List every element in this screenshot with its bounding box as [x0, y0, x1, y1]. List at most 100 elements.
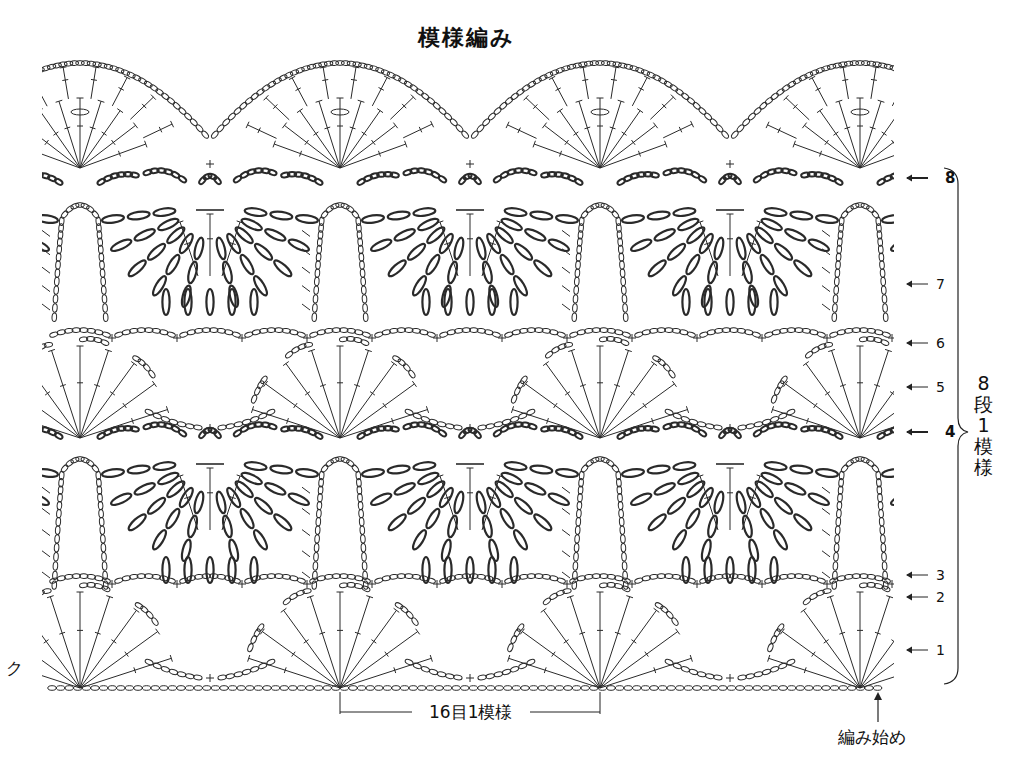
slip-mark	[302, 267, 310, 273]
puff-stitch	[446, 261, 458, 284]
chain-stitch	[510, 92, 519, 101]
puff-stitch	[270, 210, 293, 220]
double-crochet	[513, 410, 600, 438]
chain-stitch	[832, 304, 837, 313]
chain-stitch	[103, 571, 108, 580]
chain-stitch	[502, 669, 511, 676]
chain-stitch	[437, 671, 446, 678]
double-crochet-bar	[825, 392, 830, 396]
double-crochet-bar	[652, 418, 654, 424]
chain-stitch	[101, 543, 106, 552]
double-crochet	[572, 351, 600, 438]
puff-stitch	[221, 261, 233, 284]
double-crochet-bar	[350, 127, 356, 129]
puff-stitch	[446, 515, 458, 538]
slip-mark	[42, 230, 50, 236]
chain-stitch	[166, 96, 175, 105]
puff-stitch	[228, 289, 235, 315]
chain-stitch	[103, 304, 108, 313]
double-crochet-top	[836, 100, 843, 102]
puff-stitch	[253, 496, 274, 516]
double-crochet	[80, 101, 101, 168]
puff-stitch	[530, 210, 553, 220]
chain-stitch	[232, 331, 241, 338]
chain-stitch	[54, 286, 59, 295]
double-crochet	[600, 144, 666, 168]
chain-stitch	[363, 571, 368, 580]
puff-stitch	[510, 289, 517, 315]
puff-stitch	[524, 227, 547, 243]
chain-stitch	[148, 369, 157, 379]
single-crochet	[888, 580, 894, 588]
double-crochet-bar	[77, 382, 83, 383]
double-crochet	[600, 364, 654, 438]
chain-stitch	[351, 464, 360, 473]
double-crochet	[112, 78, 127, 106]
chain-stitch	[827, 63, 836, 70]
slip-mark	[562, 286, 570, 292]
double-crochet-top	[580, 67, 587, 68]
double-crochet	[42, 144, 80, 168]
chain-stitch	[359, 509, 364, 518]
double-crochet	[42, 78, 47, 106]
puff-stitch	[704, 289, 711, 315]
puff-stitch	[745, 486, 763, 509]
double-crochet	[470, 468, 471, 530]
puff-stitch	[238, 253, 256, 276]
chain-stitch	[427, 331, 436, 338]
chain-stitch	[733, 176, 742, 185]
chain-stitch	[227, 112, 236, 121]
double-crochet-bar	[371, 140, 375, 145]
chain-stitch	[161, 416, 170, 423]
chain-stitch	[91, 210, 100, 219]
puff-stitch	[622, 214, 645, 224]
chain-space	[851, 109, 869, 115]
puff-stitch	[411, 529, 429, 552]
double-crochet	[80, 384, 154, 438]
chain-stitch	[889, 65, 894, 72]
double-crochet-bar	[842, 79, 848, 81]
double-crochet	[552, 78, 567, 106]
repeat-rows-label: 8段1模様	[974, 373, 993, 477]
chain-stitch	[557, 331, 566, 338]
chain-stitch	[54, 277, 59, 286]
chain-stitch	[518, 662, 528, 670]
double-crochet-bar	[552, 652, 556, 657]
chain-stitch	[297, 686, 305, 691]
double-crochet-top	[366, 596, 373, 598]
puff-stitch	[682, 289, 689, 315]
double-crochet-top	[665, 141, 667, 148]
chain-stitch	[375, 67, 384, 74]
double-crochet	[253, 410, 340, 438]
chain-stitch	[53, 562, 58, 571]
double-crochet	[860, 101, 881, 168]
chain-stitch	[99, 686, 107, 691]
chain-stitch	[752, 331, 761, 338]
chain-stitch	[697, 421, 706, 428]
double-crochet-top	[124, 76, 130, 79]
double-crochet	[730, 468, 731, 530]
chain-stitch	[177, 421, 186, 428]
double-crochet-top	[391, 362, 397, 366]
chain-stitch	[314, 686, 322, 691]
double-crochet-bar	[207, 238, 213, 239]
double-crochet-bar	[304, 640, 309, 644]
double-crochet	[526, 98, 549, 120]
chain-stitch	[151, 686, 159, 691]
double-crochet-top	[297, 109, 303, 113]
double-crochet-top	[543, 362, 549, 366]
double-crochet-top	[568, 349, 575, 351]
chain-stitch	[312, 571, 317, 580]
double-crochet-bar	[645, 652, 649, 657]
double-crochet-top	[117, 109, 123, 113]
double-crochet	[768, 125, 797, 139]
double-crochet	[80, 658, 171, 688]
chain-stitch	[453, 675, 462, 681]
chain-stitch	[168, 686, 176, 691]
chain-stitch	[759, 101, 768, 110]
chain-stitch	[47, 63, 56, 70]
chain-stitch	[330, 202, 340, 209]
chain-stitch	[55, 535, 60, 544]
chain-stitch	[100, 269, 105, 278]
double-crochet	[600, 592, 601, 688]
